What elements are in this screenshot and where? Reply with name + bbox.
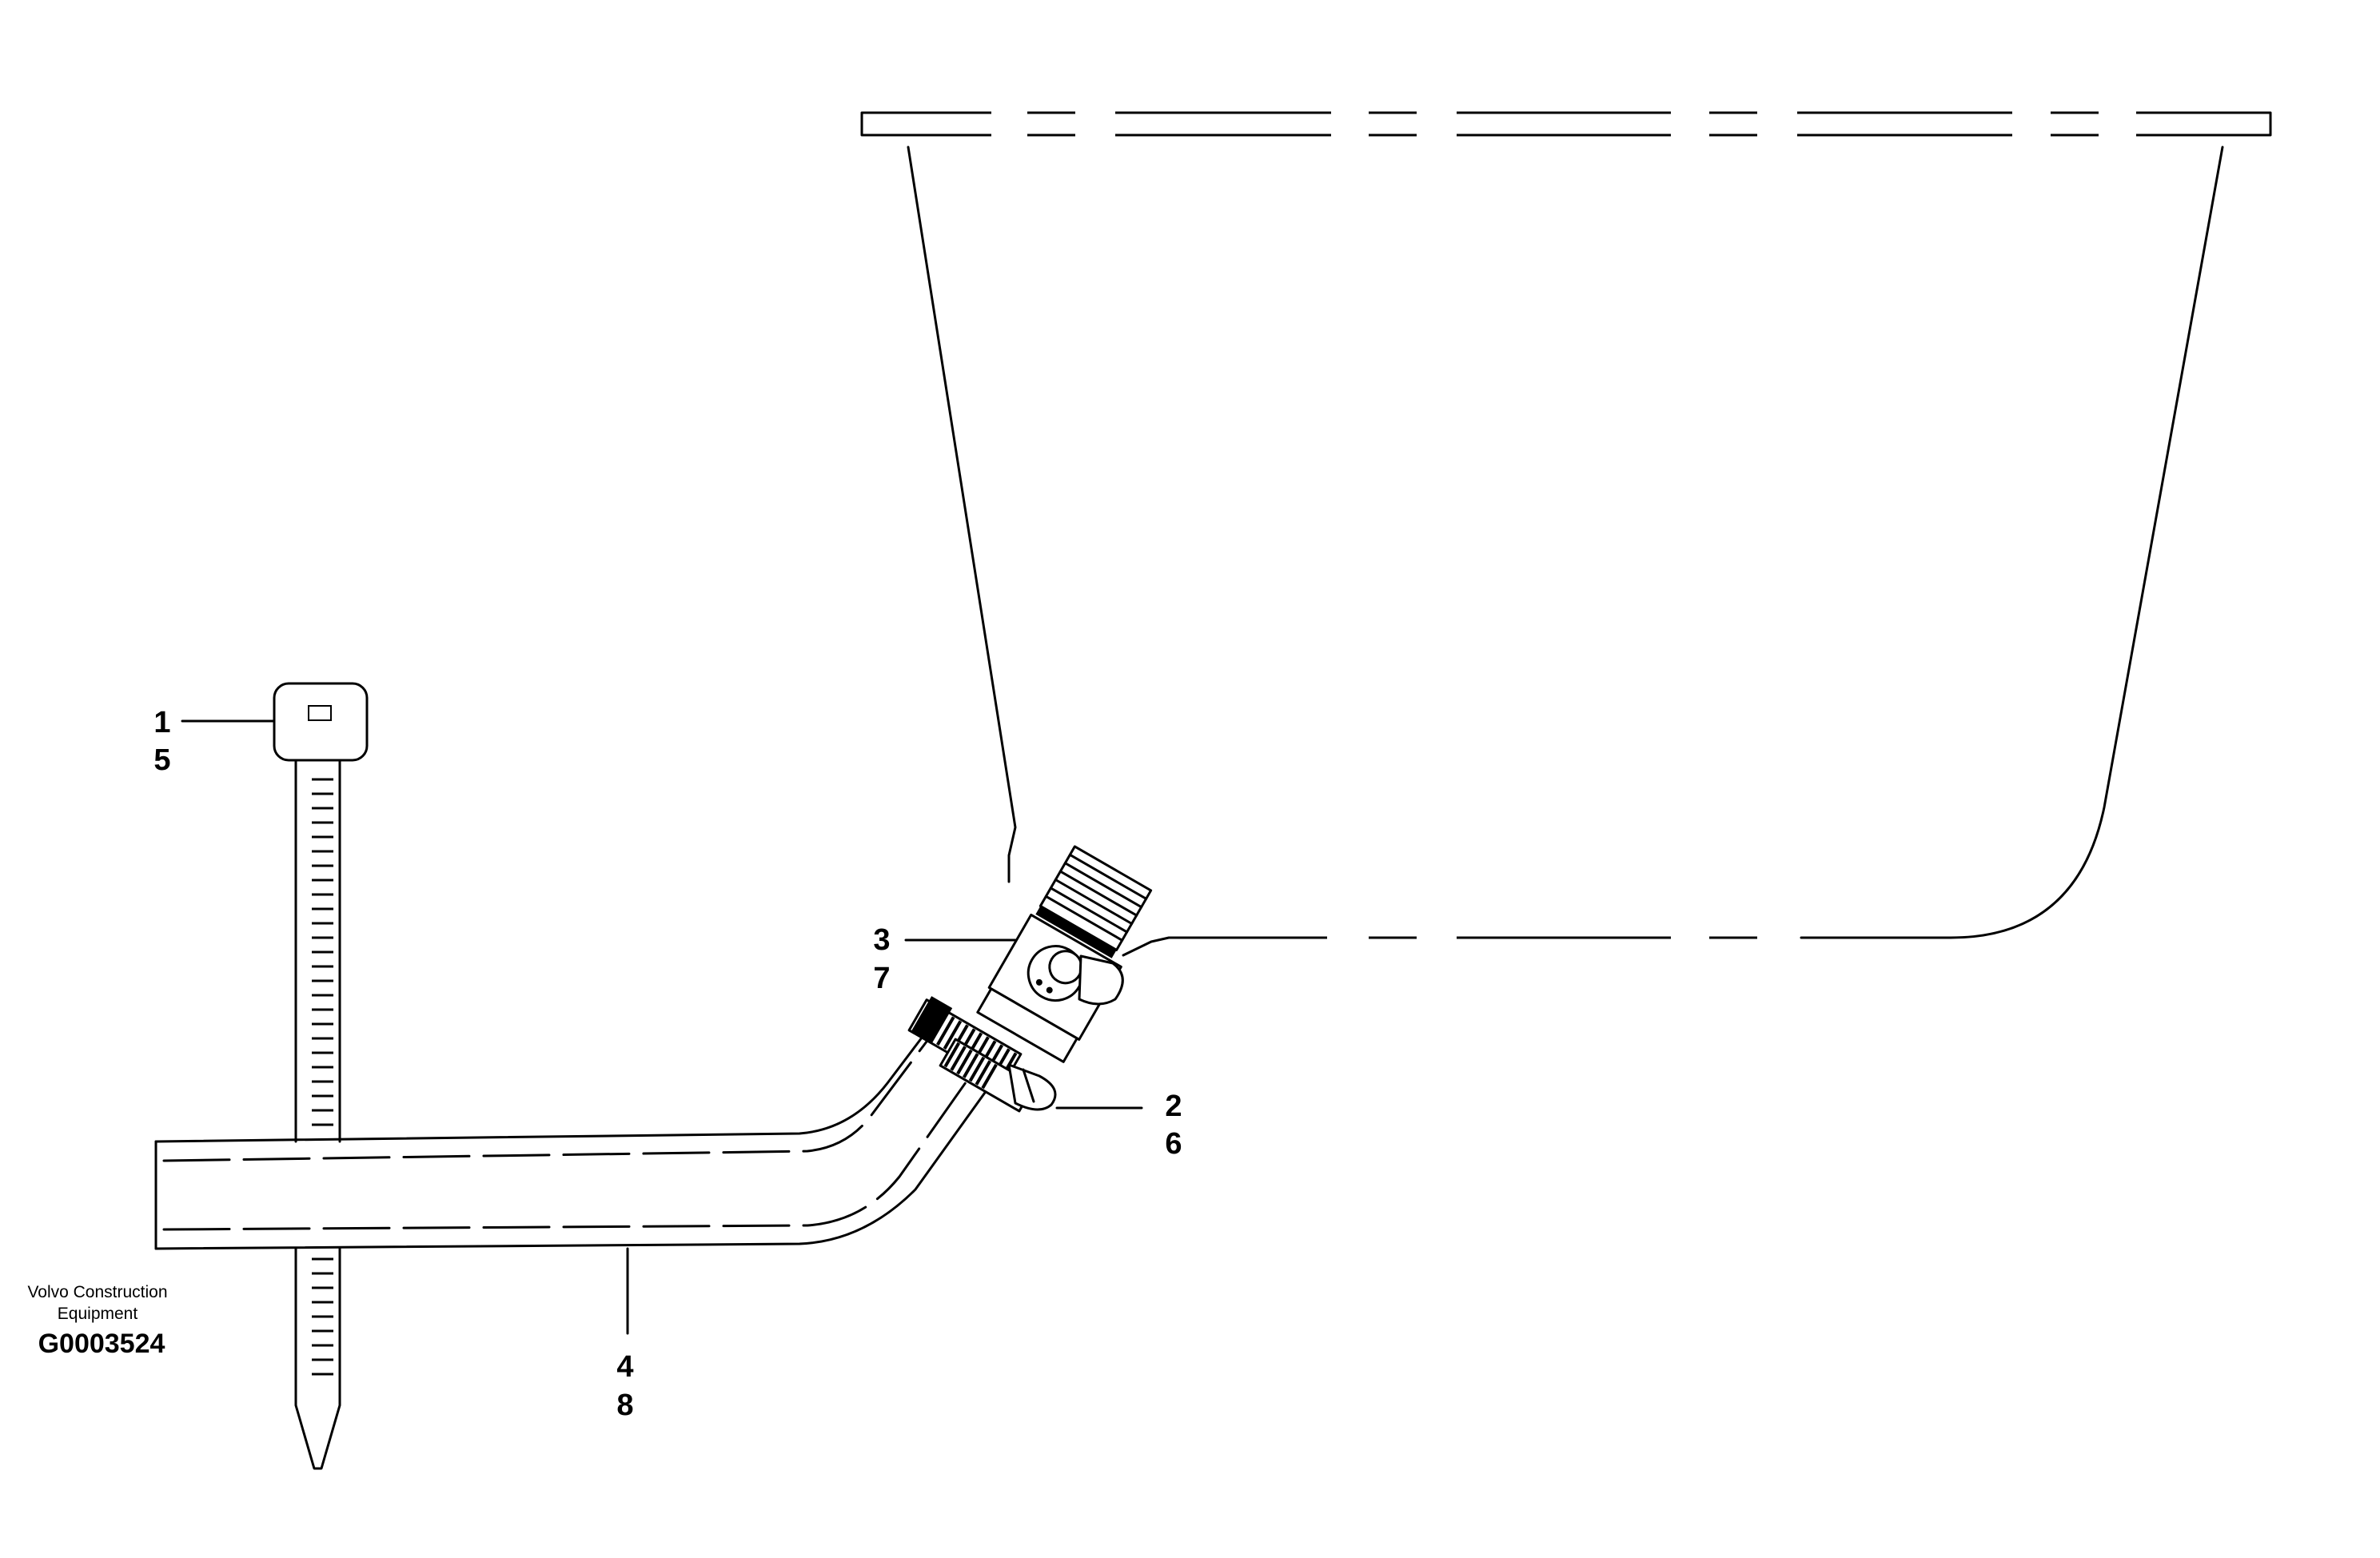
callout-2-bottom: 6 [1165,1127,1182,1161]
callout-4-top: 4 [616,1350,633,1384]
cable-tie-strap [294,758,341,1470]
callout-3-bottom: 7 [873,962,890,995]
hose-clamp [939,1038,1057,1113]
drain-hose [154,1010,1011,1250]
callout-4-bottom: 8 [616,1389,633,1422]
credit-line-1: Volvo Construction [27,1283,167,1301]
drain-valve [907,845,1153,1086]
callout-1-bottom: 5 [153,743,170,777]
valve-body [976,913,1122,1063]
tank-right-wall [1800,145,2224,939]
tank-left-wall [907,145,1017,883]
callout-2-top: 2 [1165,1090,1182,1123]
credit-block: Volvo Construction Equipment G0003524 [27,1283,167,1359]
credit-line-2: Equipment [58,1305,138,1323]
tank-top-flange [860,111,2272,137]
callout-3: 3 7 [873,923,890,995]
valve-handle [1078,954,1124,1006]
callout-3-top: 3 [873,923,890,957]
callout-2: 2 6 [1165,1090,1182,1161]
tank [860,111,2272,957]
valve-thread [1035,845,1153,958]
cable-tie [273,682,369,1470]
callout-4: 4 8 [616,1350,633,1422]
cable-tie-head [273,682,369,762]
drawing-id: G0003524 [38,1329,165,1359]
callout-1: 1 5 [153,706,170,777]
callout-1-top: 1 [153,706,170,739]
